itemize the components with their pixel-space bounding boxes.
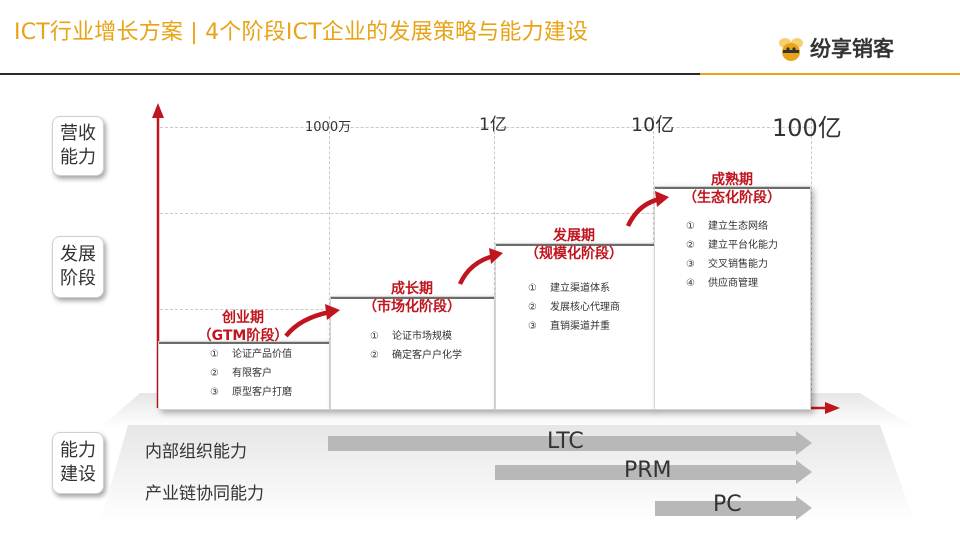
item-number: ① xyxy=(686,221,695,232)
capability-bar-prm-head xyxy=(796,460,812,484)
stage-box-growth xyxy=(330,296,495,410)
item-text: 建立渠道体系 xyxy=(550,283,610,294)
stage-box-startup xyxy=(158,341,330,410)
stage-items-development: ① 建立渠道体系 ② 发展核心代理商 ③ 直销渠道并重 xyxy=(528,279,620,336)
stage-items-mature: ① 建立生态网络 ② 建立平台化能力 ③ 交叉销售能力 ④ 供应商管理 xyxy=(686,217,778,293)
capability-name-ltc: LTC xyxy=(547,429,584,454)
capability-bar-ltc-head xyxy=(796,431,812,455)
item-number: ② xyxy=(686,240,695,251)
stage-box-mature xyxy=(654,186,811,410)
item-text: 确定客户户化学 xyxy=(392,350,462,361)
stage-title-development: 发展期 （规模化阶段） xyxy=(514,227,634,263)
list-item: ① 建立渠道体系 xyxy=(528,279,620,298)
item-text: 直销渠道并重 xyxy=(550,321,610,332)
capability-bar-pc xyxy=(655,501,798,516)
item-text: 有限客户 xyxy=(232,368,272,379)
stage-box-development xyxy=(495,243,655,410)
stage-title-growth: 成长期 （市场化阶段） xyxy=(352,280,472,316)
stage-title-startup: 创业期 （GTM阶段） xyxy=(188,309,298,345)
item-number: ② xyxy=(210,368,219,379)
list-item: ② 建立平台化能力 xyxy=(686,236,778,255)
capability-bar-ltc xyxy=(328,436,798,451)
revenue-mark: 1亿 xyxy=(479,115,507,135)
revenue-mark: 100亿 xyxy=(772,114,842,142)
capability-name-prm: PRM xyxy=(624,458,672,483)
supply-chain-capability-label: 产业链协同能力 xyxy=(145,484,264,504)
item-number: ③ xyxy=(528,321,537,332)
item-text: 原型客户打磨 xyxy=(232,387,292,398)
transition-arrowhead xyxy=(489,248,503,264)
capability-building-tag: 能力 建设 xyxy=(52,432,104,494)
page-title: ICT行业增长方案 | 4个阶段ICT企业的发展策略与能力建设 xyxy=(14,20,589,45)
stage-items-growth: ① 论证市场规模 ② 确定客户户化学 xyxy=(370,327,462,365)
grid-line xyxy=(329,116,330,406)
list-item: ② 确定客户户化学 xyxy=(370,346,462,365)
revenue-mark: 1000万 xyxy=(305,120,352,135)
stage-head-bar xyxy=(655,187,810,189)
stage-head-bar xyxy=(331,297,494,299)
item-number: ④ xyxy=(686,278,695,289)
list-item: ① 论证产品价值 xyxy=(210,345,292,364)
x-axis-arrowhead xyxy=(825,402,840,414)
header-divider xyxy=(0,73,700,75)
stage-name: 成熟期 xyxy=(711,172,753,188)
item-text: 建立平台化能力 xyxy=(708,240,778,251)
development-stage-tag: 发展 阶段 xyxy=(52,236,104,298)
list-item: ③ 直销渠道并重 xyxy=(528,317,620,336)
list-item: ③ 交叉销售能力 xyxy=(686,255,778,274)
list-item: ① 论证市场规模 xyxy=(370,327,462,346)
list-item: ① 建立生态网络 xyxy=(686,217,778,236)
item-text: 发展核心代理商 xyxy=(550,302,620,313)
stage-subtitle: （规模化阶段） xyxy=(525,246,623,262)
bee-logo-icon xyxy=(779,38,803,61)
stage-head-bar xyxy=(496,244,654,246)
list-item: ② 发展核心代理商 xyxy=(528,298,620,317)
stage-title-mature: 成熟期 （生态化阶段） xyxy=(672,171,792,207)
capability-bar-prm xyxy=(495,465,798,480)
stage-head-bar xyxy=(159,342,329,344)
transition-arrow xyxy=(625,196,661,227)
item-text: 论证产品价值 xyxy=(232,349,292,360)
capability-bar-pc-head xyxy=(796,496,812,520)
item-text: 交叉销售能力 xyxy=(708,259,768,270)
item-number: ③ xyxy=(686,259,695,270)
grid-line xyxy=(160,127,810,128)
item-number: ③ xyxy=(210,387,219,398)
internal-capability-label: 内部组织能力 xyxy=(145,442,247,462)
stage-subtitle: （GTM阶段） xyxy=(197,328,289,344)
item-number: ① xyxy=(528,283,537,294)
item-text: 论证市场规模 xyxy=(392,331,452,342)
stage-items-startup: ① 论证产品价值 ② 有限客户 ③ 原型客户打磨 xyxy=(210,345,292,402)
item-number: ② xyxy=(528,302,537,313)
capability-name-pc: PC xyxy=(713,492,742,517)
transition-arrowhead xyxy=(325,304,340,320)
item-number: ② xyxy=(370,350,379,361)
stage-subtitle: （市场化阶段） xyxy=(363,299,461,315)
list-item: ③ 原型客户打磨 xyxy=(210,383,292,402)
item-number: ① xyxy=(210,349,219,360)
brand-logo: 纷享销客 xyxy=(776,33,946,65)
stage-name: 发展期 xyxy=(553,228,595,244)
brand-name: 纷享销客 xyxy=(810,37,894,61)
item-number: ① xyxy=(370,331,379,342)
list-item: ④ 供应商管理 xyxy=(686,274,778,293)
item-text: 建立生态网络 xyxy=(708,221,768,232)
transition-arrowhead xyxy=(655,191,669,207)
stage-name: 创业期 xyxy=(222,310,264,326)
header-divider-accent xyxy=(700,73,960,75)
grid-line xyxy=(494,116,495,406)
transition-arrow xyxy=(457,253,495,285)
grid-line xyxy=(811,116,812,406)
list-item: ② 有限客户 xyxy=(210,364,292,383)
revenue-capability-tag: 营收 能力 xyxy=(52,116,104,176)
grid-line xyxy=(160,213,810,214)
revenue-mark: 10亿 xyxy=(631,114,675,136)
y-axis-arrowhead xyxy=(152,103,164,118)
stage-name: 成长期 xyxy=(391,281,433,297)
item-text: 供应商管理 xyxy=(708,278,758,289)
transition-arrow xyxy=(284,309,331,338)
stage-subtitle: （生态化阶段） xyxy=(683,190,781,206)
